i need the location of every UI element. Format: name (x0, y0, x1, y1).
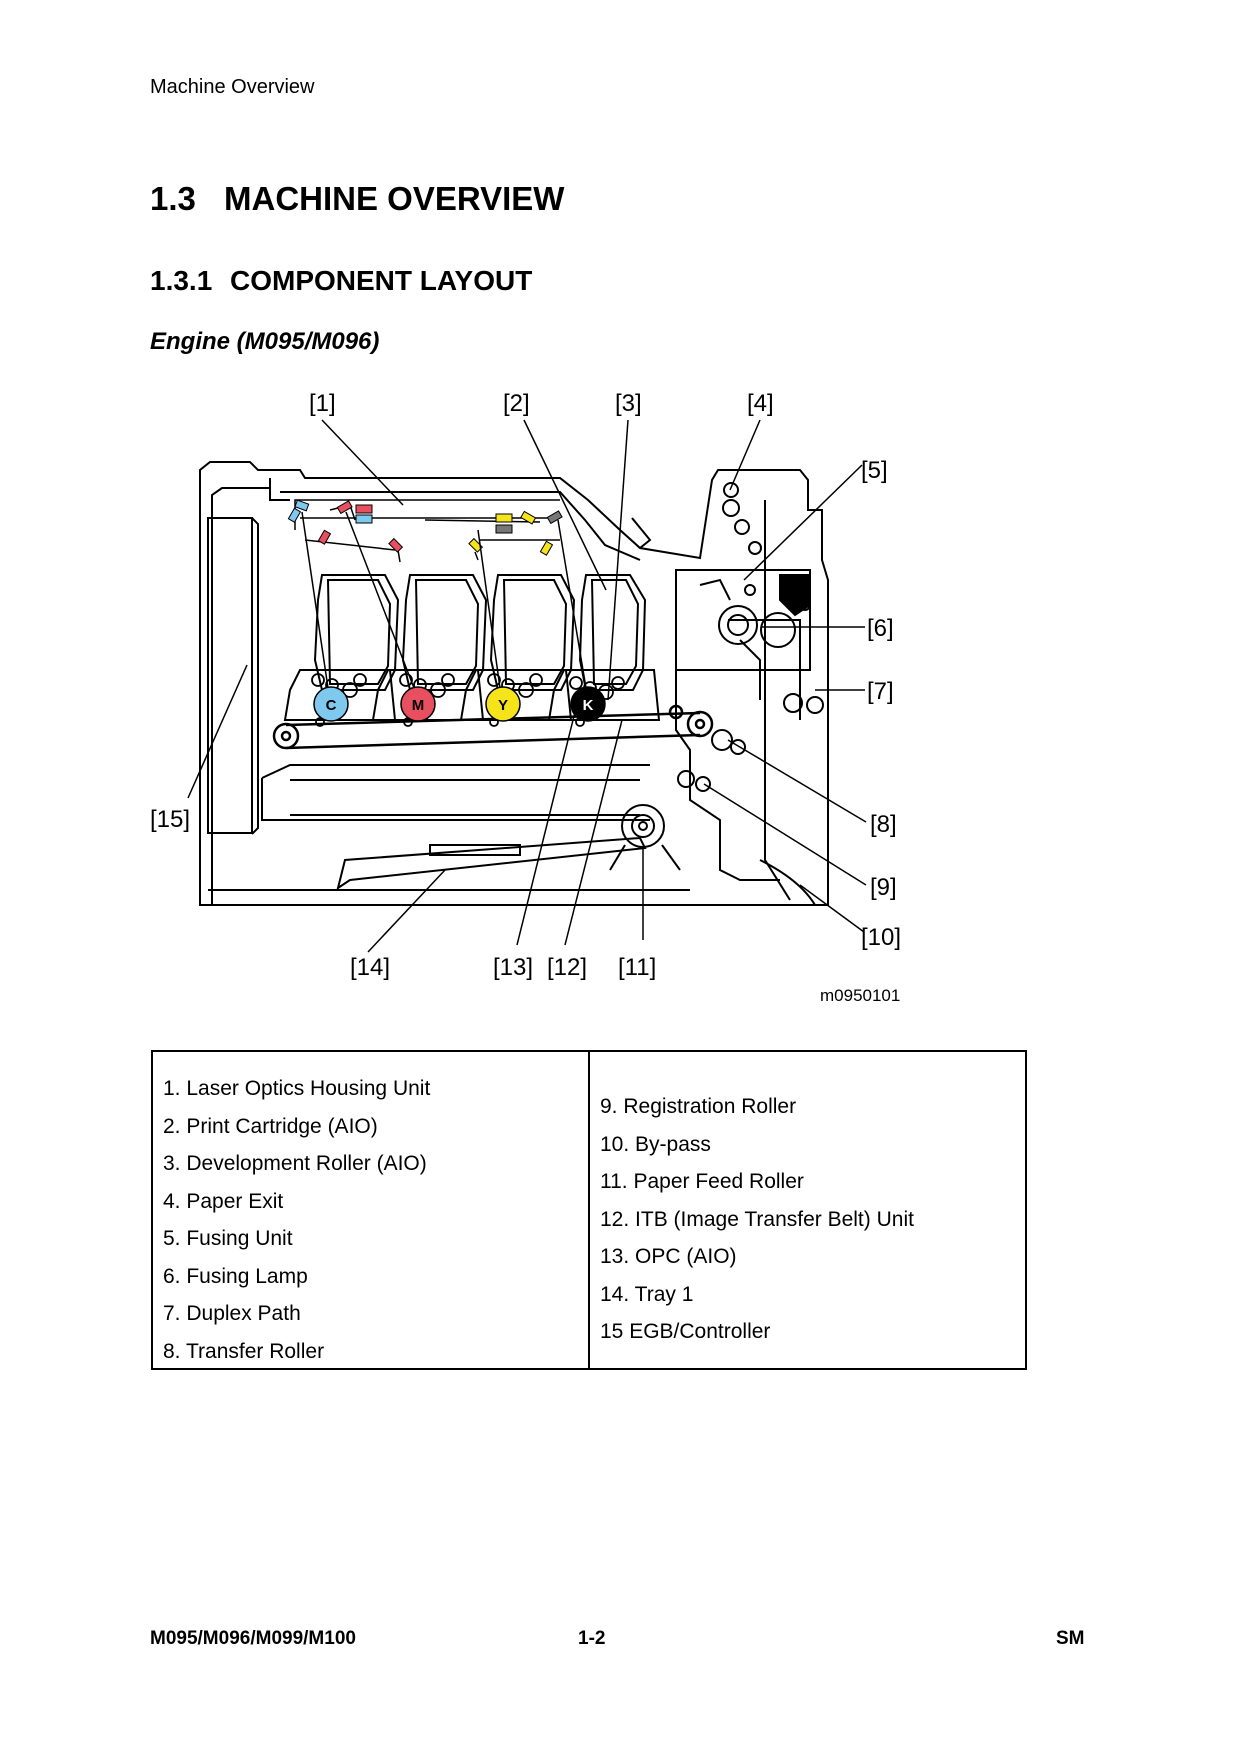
duplex-rollers (783, 693, 824, 714)
callout-10: [10] (861, 924, 901, 951)
toner-letter-c: C (326, 697, 337, 714)
callout-7: [7] (867, 678, 894, 705)
legend-item: 10. By-pass (600, 1132, 711, 1156)
subsection-title: COMPONENT LAYOUT (230, 265, 533, 296)
fusing-unit (675, 569, 811, 671)
legend-item: 15 EGB/Controller (600, 1320, 771, 1343)
legend-column-left: 1. Laser Optics Housing Unit 2. Print Ca… (153, 1052, 590, 1368)
itb-belt (272, 704, 714, 750)
callout-8: [8] (870, 811, 897, 838)
legend-item: 1. Laser Optics Housing Unit (163, 1077, 431, 1100)
footer-models: M095/M096/M099/M100 (150, 1628, 356, 1649)
toner-letter-m: M (412, 697, 425, 714)
lower-rollers (609, 729, 746, 871)
callout-5: [5] (861, 457, 888, 484)
callout-9: [9] (870, 874, 897, 901)
callout-labels: [1] [2] [3] [4] [5] [6] [7] [8] [9] [10]… (150, 390, 901, 1005)
subsection-heading: 1.3.1 COMPONENT LAYOUT (150, 265, 532, 297)
legend-item: 6. Fusing Lamp (163, 1264, 308, 1288)
toner-letter-k: K (583, 697, 594, 714)
paper-exit-rollers (722, 482, 762, 555)
callout-13: [13] (493, 954, 533, 981)
legend-item: 5. Fusing Unit (163, 1227, 293, 1250)
footer-code: SM (1056, 1628, 1085, 1649)
opc-drum-magenta (400, 686, 436, 722)
callout-12: [12] (547, 954, 587, 981)
legend-item: 12. ITB (Image Transfer Belt) Unit (600, 1207, 914, 1231)
leader-lines (187, 419, 867, 953)
legend-item: 8. Transfer Roller (163, 1339, 325, 1363)
subsection-number: 1.3.1 (150, 265, 213, 296)
callout-15: [15] (150, 806, 190, 833)
callout-4: [4] (747, 390, 774, 417)
legend-item: 7. Duplex Path (163, 1302, 301, 1325)
legend-column-right: 9. Registration Roller 10. By-pass 11. P… (590, 1052, 1025, 1368)
laser-mirrors (287, 499, 563, 556)
callout-3: [3] (615, 390, 642, 417)
section-heading: 1.3 MACHINE OVERVIEW (150, 180, 564, 218)
opc-drum-black (570, 686, 606, 722)
legend-item: 14. Tray 1 (600, 1282, 694, 1306)
component-layout-diagram: C M Y K [1] [2] [3] [4] [5] [6] [7] (150, 390, 901, 1005)
section-title: MACHINE OVERVIEW (224, 180, 565, 217)
footer-page-number: 1-2 (578, 1628, 606, 1649)
laser-optics (294, 499, 560, 563)
callout-6: [6] (867, 615, 894, 642)
callout-11: [11] (618, 954, 656, 981)
component-legend-table: 1. Laser Optics Housing Unit 2. Print Ca… (151, 1050, 1027, 1370)
callout-14: [14] (350, 954, 390, 981)
legend-item: 13. OPC (AIO) (600, 1245, 737, 1268)
section-number: 1.3 (150, 180, 196, 217)
callout-2: [2] (503, 390, 530, 417)
legend-item: 11. Paper Feed Roller (600, 1170, 804, 1193)
toner-letter-y: Y (498, 697, 508, 714)
figure-caption: Engine (M095/M096) (150, 328, 380, 355)
opc-drums: C M Y K (313, 686, 606, 722)
opc-drum-yellow (485, 686, 521, 722)
print-cartridges (283, 574, 661, 721)
machine-outline (199, 461, 829, 906)
legend-item: 3. Development Roller (AIO) (163, 1152, 427, 1175)
callout-1: [1] (309, 390, 336, 417)
cartridge-rollers (311, 673, 625, 727)
legend-item: 9. Registration Roller (600, 1095, 797, 1118)
opc-drum-cyan (313, 686, 349, 722)
legend-item: 2. Print Cartridge (AIO) (163, 1114, 378, 1138)
running-header: Machine Overview (150, 76, 315, 98)
legend-item: 4. Paper Exit (163, 1189, 284, 1213)
figure-id: m0950101 (820, 986, 900, 1005)
